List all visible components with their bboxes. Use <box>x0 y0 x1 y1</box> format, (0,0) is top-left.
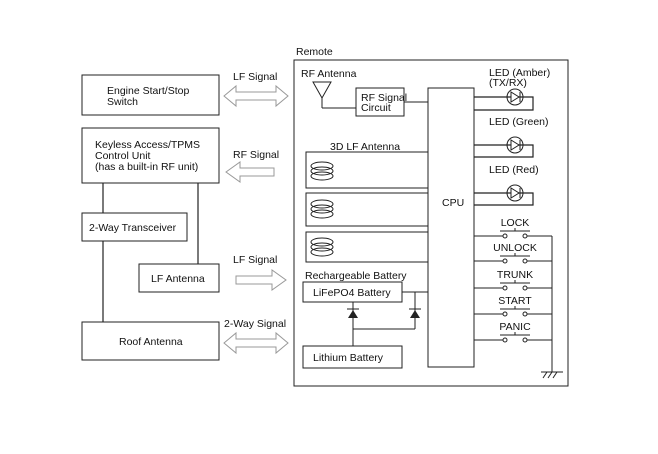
switch-group: LOCK UNLOCK TRUNK START PANIC <box>474 217 552 343</box>
antenna-icon <box>312 81 356 109</box>
rf-circuit-label-2: Circuit <box>361 102 391 114</box>
two-way-signal-label: 2-Way Signal <box>224 318 286 330</box>
transceiver-label: 2-Way Transceiver <box>89 222 177 234</box>
switch-start: START <box>474 295 552 317</box>
switch-label-start: START <box>498 295 532 307</box>
lf-signal-mid-label: LF Signal <box>233 254 277 266</box>
coil-icon-1 <box>305 151 428 189</box>
led-green-icon <box>474 136 534 158</box>
led-red-label: LED (Red) <box>489 164 539 176</box>
rechargeable-battery-label: Rechargeable Battery <box>305 270 407 282</box>
switch-lock: LOCK <box>474 217 552 239</box>
led-green-label: LED (Green) <box>489 116 549 128</box>
rf-signal-arrow <box>225 161 275 183</box>
switch-common-bus <box>541 236 563 379</box>
cpu-label: CPU <box>442 197 464 209</box>
switch-label-unlock: UNLOCK <box>493 242 537 254</box>
switch-label-lock: LOCK <box>501 217 530 229</box>
engine-switch-label-1: Engine Start/Stop <box>107 85 189 97</box>
lf-signal-mid-arrow <box>235 269 287 291</box>
coil-icon-3 <box>305 231 428 263</box>
rf-antenna-label: RF Antenna <box>301 68 357 80</box>
switch-label-trunk: TRUNK <box>497 269 533 281</box>
led-amber-icon <box>474 88 534 111</box>
diode-icon-2 <box>409 308 421 318</box>
two-way-signal-arrow <box>223 331 289 355</box>
roof-antenna-label: Roof Antenna <box>119 336 183 348</box>
lf-antenna-label: LF Antenna <box>151 273 205 285</box>
keyless-label-3: (has a built-in RF unit) <box>95 161 198 173</box>
keyless-label-1: Keyless Access/TPMS <box>95 139 200 151</box>
diode-icon-1 <box>347 308 359 318</box>
keyless-label-2: Control Unit <box>95 150 151 162</box>
keyless-control-unit-box: Keyless Access/TPMS Control Unit (has a … <box>81 127 220 184</box>
switch-panic: PANIC <box>474 321 552 343</box>
lithium-battery-box: Lithium Battery <box>302 345 403 369</box>
lifepo4-battery-label: LiFePO4 Battery <box>313 287 391 299</box>
lf-antenna-box: LF Antenna <box>138 263 220 293</box>
lf-antenna-3d-label: 3D LF Antenna <box>330 141 400 153</box>
led-amber-label-2: (TX/RX) <box>489 77 527 89</box>
lithium-battery-label: Lithium Battery <box>313 352 384 364</box>
transceiver-box: 2-Way Transceiver <box>81 212 188 242</box>
led-red-icon <box>474 184 534 206</box>
switch-trunk: TRUNK <box>474 269 552 291</box>
engine-switch-box: Engine Start/Stop Switch <box>81 74 220 116</box>
lf-signal-top-label: LF Signal <box>233 71 277 83</box>
rf-circuit-label-1: RF Signal <box>361 92 407 104</box>
coil-icon-2 <box>305 192 428 227</box>
led-amber-label-1: LED (Amber) <box>489 67 550 79</box>
roof-antenna-box: Roof Antenna <box>81 321 220 361</box>
engine-switch-label-2: Switch <box>107 96 138 108</box>
lifepo4-battery-box: LiFePO4 Battery <box>302 281 403 303</box>
rf-signal-label: RF Signal <box>233 149 279 161</box>
rf-signal-circuit-box: RF Signal Circuit <box>355 87 407 117</box>
switch-label-panic: PANIC <box>499 321 531 333</box>
lf-signal-top-arrow <box>223 84 289 108</box>
switch-unlock: UNLOCK <box>474 242 552 264</box>
cpu-box: CPU <box>427 87 475 368</box>
remote-title: Remote <box>296 46 333 58</box>
